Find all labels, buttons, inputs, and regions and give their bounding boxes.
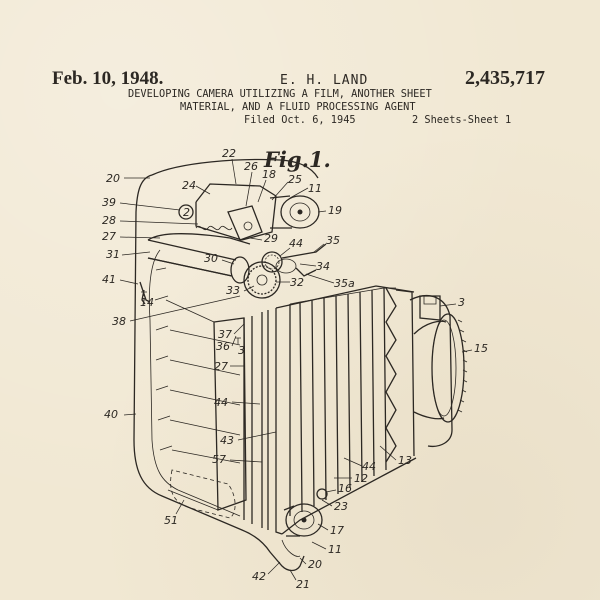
ref-12: 12	[354, 472, 368, 485]
ref-24: 24	[182, 179, 196, 192]
ref-40: 40	[104, 408, 118, 421]
ref-3-left: 14	[140, 296, 154, 309]
ref-38: 38	[112, 315, 126, 328]
ref-37: 37	[218, 328, 232, 341]
ref-34: 34	[316, 260, 330, 273]
ref-29: 29	[264, 232, 278, 245]
sheet-info: 2 Sheets-Sheet 1	[412, 114, 512, 126]
ref-35a: 35a	[334, 277, 355, 290]
ref-44-mid: 44	[214, 396, 228, 409]
ref-57: 57	[212, 453, 226, 466]
lens-assembly	[409, 295, 468, 448]
ref-20-top: 20	[106, 172, 120, 185]
ref-33: 33	[226, 284, 240, 297]
ref-27-mid: 27	[214, 360, 228, 373]
ref-17: 17	[330, 524, 344, 537]
ref-36: 36	[216, 340, 230, 353]
roller-assembly	[139, 233, 327, 305]
ref-22: 22	[222, 147, 236, 160]
ref-31: 31	[106, 248, 120, 261]
patent-date: Feb. 10, 1948.	[52, 68, 164, 89]
ref-51: 51	[164, 514, 178, 527]
ref-21: 21	[296, 578, 310, 591]
top-mechanism: 2	[178, 183, 320, 241]
bottom-roller	[281, 488, 328, 557]
inventor-name: E. H. LAND	[280, 73, 369, 88]
ref-30: 30	[204, 252, 218, 265]
ref-44-bottom: 44	[362, 460, 376, 473]
filing-date: Filed Oct. 6, 1945	[244, 114, 356, 126]
ref-2: 2	[183, 206, 190, 219]
ref-35: 35	[326, 234, 340, 247]
reference-numerals: 22 26 18 25 11 19 20 24 39 28 27 31	[102, 147, 488, 591]
ref-28: 28	[102, 214, 116, 227]
ref-13: 13	[398, 454, 412, 467]
ref-27-top: 27	[102, 230, 116, 243]
ref-43: 43	[220, 434, 234, 447]
ref-11-top: 11	[308, 182, 322, 195]
patent-title-line-2: MATERIAL, AND A FLUID PROCESSING AGENT	[180, 101, 416, 113]
patent-number: 2,435,717	[465, 67, 545, 89]
ref-26: 26	[244, 160, 258, 173]
ref-11-bottom: 11	[328, 543, 342, 556]
patent-title-line-1: DEVELOPING CAMERA UTILIZING A FILM, ANOT…	[128, 88, 432, 100]
ref-32: 32	[290, 276, 304, 289]
ref-39: 39	[102, 196, 116, 209]
ref-16: 16	[338, 482, 352, 495]
ref-41: 41	[102, 273, 116, 286]
ref-15: 15	[474, 342, 488, 355]
ref-44-top: 44	[289, 237, 303, 250]
ref-42: 42	[252, 570, 266, 583]
ref-14: 3	[458, 296, 465, 309]
ref-23: 23	[334, 500, 348, 513]
ref-3-center: 3	[238, 344, 245, 357]
ref-18: 18	[262, 168, 276, 181]
camera-body	[133, 158, 319, 572]
ref-20-bottom: 20	[308, 558, 322, 571]
ref-19: 19	[328, 204, 342, 217]
ref-25: 25	[288, 173, 302, 186]
bellows	[275, 285, 417, 535]
